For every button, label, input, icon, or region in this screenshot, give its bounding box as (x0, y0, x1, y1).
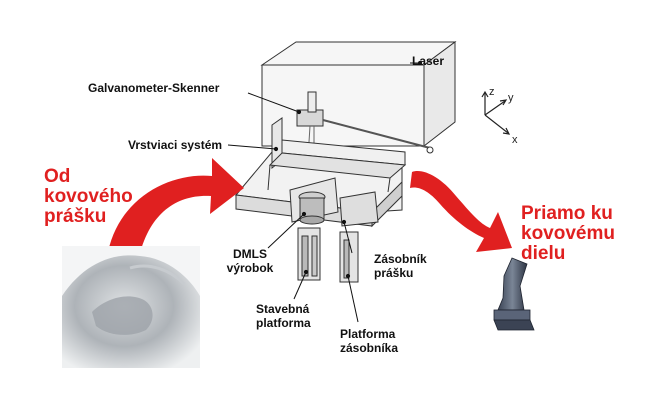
axis-x-label: x (512, 134, 518, 146)
to-part-line1: Priamo ku (521, 203, 613, 224)
powder-reservoir-label-line1: Zásobník (374, 252, 427, 266)
from-powder-line1: Od (44, 166, 71, 187)
from-powder-line3: prášku (44, 206, 107, 227)
coater-label: Vrstviaci systém (128, 138, 223, 152)
leader-lines (227, 60, 423, 323)
right-red-arrow (410, 171, 512, 252)
metal-part-photo (493, 257, 535, 331)
powder-reservoir (339, 191, 379, 227)
laser-label: Laser (412, 54, 445, 68)
powder-reservoir-label: Zásobník prášku (374, 252, 427, 280)
dmls-part-label-line1: DMLS (233, 247, 267, 261)
to-part-line2: kovovému (521, 223, 615, 244)
axis-y-label: y (508, 92, 514, 104)
reservoir-platform-label: Platforma zásobníka (340, 327, 398, 355)
build-platform-label: Stavebná platforma (256, 302, 311, 330)
from-powder-line2: kovového (44, 186, 133, 207)
left-red-arrow (108, 158, 244, 262)
recoater-system (267, 117, 407, 193)
axis-triad (481, 90, 511, 135)
build-platform-label-line1: Stavebná (256, 302, 310, 316)
to-part-line3: dielu (521, 243, 566, 264)
build-platform-actuator (297, 227, 321, 281)
build-platform-label-line2: platforma (256, 316, 311, 330)
dmls-part-label: DMLS výrobok (220, 247, 280, 275)
from-powder-callout: Od kovového prášku (44, 167, 133, 227)
powder-reservoir-label-line2: prášku (374, 266, 414, 280)
galvanometer-label: Galvanometer-Skenner (88, 81, 220, 95)
dmls-part-label-line2: výrobok (226, 261, 274, 275)
reservoir-platform-label-line1: Platforma (340, 327, 396, 341)
metal-powder-photo (62, 246, 200, 368)
axis-z-label: z (489, 86, 495, 98)
to-part-callout: Priamo ku kovovému dielu (521, 204, 615, 264)
reservoir-platform-label-line2: zásobníka (340, 341, 399, 355)
